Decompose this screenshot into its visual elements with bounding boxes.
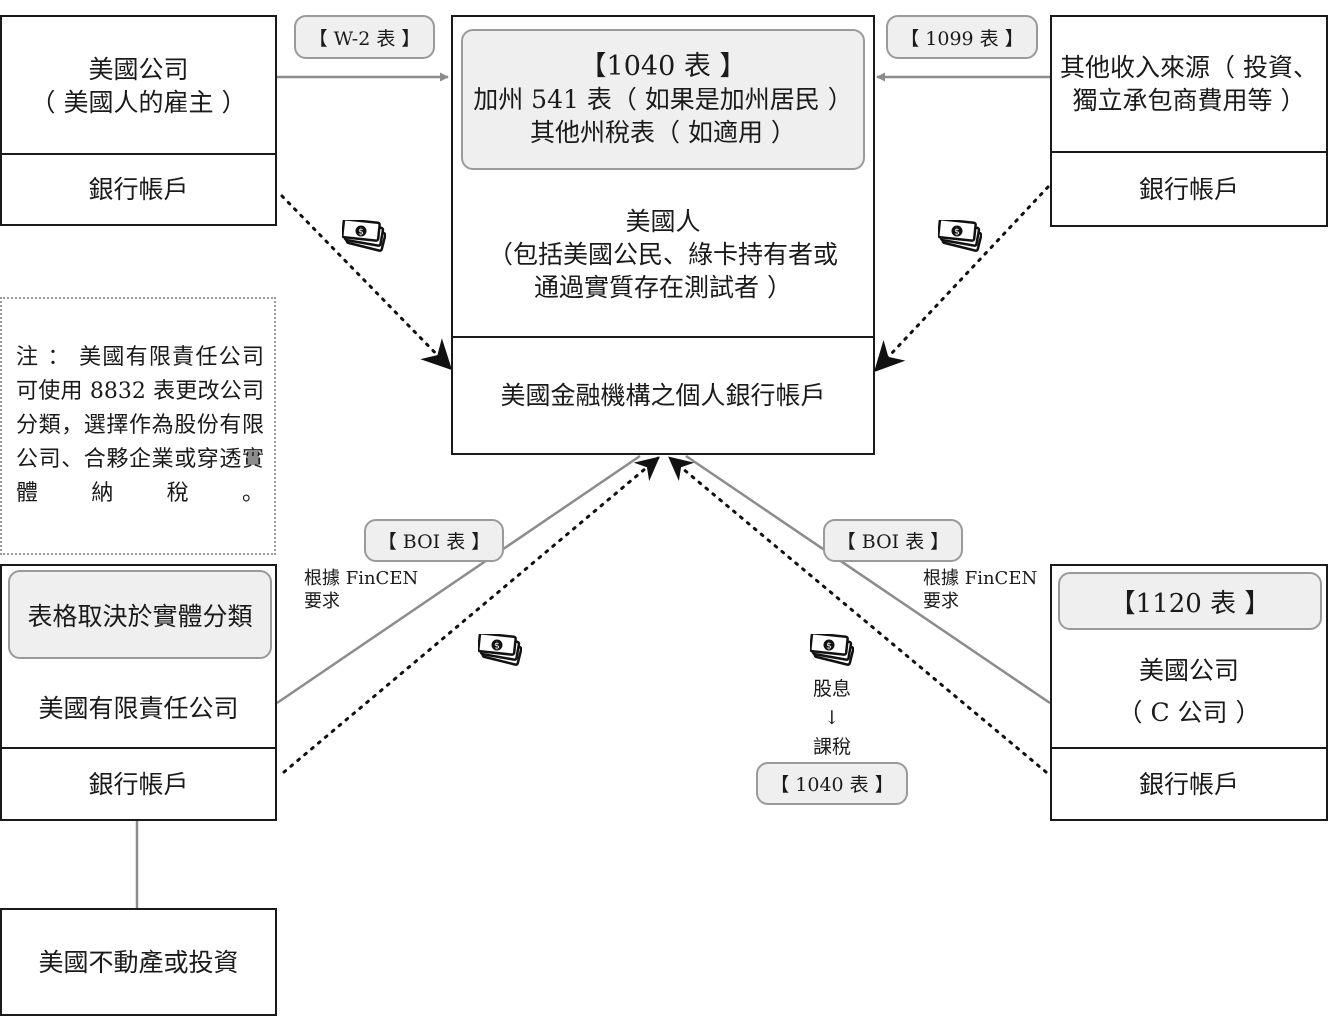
ccorp-boi-line [685, 454, 1051, 705]
employer-name: 美國公司 [88, 55, 189, 84]
llc-fincen-line2: 要求 [304, 591, 340, 612]
dividend-flow: 股息 ↓ 課稅 [800, 675, 864, 762]
money-icon: $ [478, 634, 522, 666]
employer-money-flow [280, 194, 453, 371]
us-person-box: 【1040 表 】 加州 541 表（ 如果是加州居民 ） 其他州稅表（ 如適用… [451, 15, 875, 455]
llc-classification-note: 注 ： 美國有限責任公司可使用 8832 表更改公司分類，選擇作為股份有限公司、… [0, 297, 276, 555]
other-income-line1: 其他收入來源（ 投資、 [1060, 53, 1318, 82]
person-forms-box: 【1040 表 】 加州 541 表（ 如果是加州居民 ） 其他州稅表（ 如適用… [461, 29, 865, 170]
taxed-label: 課稅 [812, 736, 851, 758]
svg-text:$: $ [494, 642, 500, 652]
form-1120-box: 【1120 表 】 [1058, 572, 1322, 630]
llc-money-flow [282, 456, 660, 774]
llc-forms-box: 表格取決於實體分類 [8, 570, 272, 659]
svg-text:$: $ [358, 228, 364, 238]
ccorp-money-flow [668, 456, 1048, 774]
ccorp-fincen-note: 根據 FinCEN 要求 [923, 567, 1037, 613]
ccorp-name: 美國公司 [1138, 656, 1239, 685]
ccorp-fincen-line1: 根據 FinCEN [923, 568, 1038, 589]
llc-bank: 銀行帳戶 [88, 769, 189, 799]
ccorp-box: 【1120 表 】 美國公司 （ C 公司 ） 銀行帳戶 [1050, 564, 1328, 821]
other-income-label: 其他收入來源（ 投資、 獨立承包商費用等 ） [1052, 17, 1326, 151]
form-541-line: 加州 541 表（ 如果是加州居民 ） [473, 85, 853, 114]
personal-bank-account: 美國金融機構之個人銀行帳戶 [500, 381, 826, 410]
ccorp-bank: 銀行帳戶 [1138, 769, 1239, 799]
llc-fincen-note: 根據 FinCEN 要求 [304, 567, 418, 613]
person-title: 美國人 [625, 206, 701, 236]
form-1040-title: 【1040 表 】 [579, 51, 747, 82]
other-income-line2: 獨立承包商費用等 ） [1072, 86, 1306, 115]
llc-fincen-line1: 根據 FinCEN [304, 568, 419, 589]
other-money-flow [873, 185, 1050, 373]
dividend-label: 股息 [812, 678, 851, 700]
w2-form-tag: 【 W-2 表 】 [294, 15, 435, 59]
other-income-box: 其他收入來源（ 投資、 獨立承包商費用等 ） 銀行帳戶 [1050, 15, 1328, 227]
real-estate-box: 美國不動產或投資 [0, 908, 277, 1016]
ccorp-fincen-line2: 要求 [923, 591, 959, 612]
real-estate-label: 美國不動產或投資 [38, 947, 239, 977]
money-icon: $ [938, 220, 982, 252]
ccorp-boi-tag: 【 BOI 表 】 [823, 519, 963, 562]
ccorp-label: 美國公司 （ C 公司 ） [1052, 642, 1326, 742]
employer-bank: 銀行帳戶 [88, 175, 189, 204]
1099-form-tag: 【 1099 表 】 [886, 15, 1038, 59]
llc-name: 美國有限責任公司 [38, 693, 239, 723]
llc-boi-tag: 【 BOI 表 】 [364, 519, 504, 562]
employer-subtitle: （ 美國人的雇主 ） [30, 88, 247, 117]
employer-box: 美國公司 （ 美國人的雇主 ） 銀行帳戶 [0, 15, 277, 226]
ccorp-type: （ C 公司 ） [1117, 698, 1261, 727]
dividend-1040-tag: 【 1040 表 】 [756, 762, 908, 805]
svg-text:$: $ [826, 642, 832, 652]
llc-boi-line [276, 454, 641, 705]
person-label: 美國人 （包括美國公民、綠卡持有者或 通過實質存在測試者 ） [453, 200, 873, 308]
employer-label: 美國公司 （ 美國人的雇主 ） [2, 17, 275, 155]
down-arrow-icon: ↓ [824, 707, 840, 729]
other-income-bank: 銀行帳戶 [1138, 174, 1239, 204]
person-desc-2: 通過實質存在測試者 ） [534, 272, 792, 302]
svg-text:$: $ [954, 228, 960, 238]
state-forms-line: 其他州稅表（ 如適用 ） [530, 118, 796, 147]
llc-box: 表格取決於實體分類 美國有限責任公司 銀行帳戶 [0, 564, 277, 821]
money-icon: $ [810, 634, 854, 666]
person-desc-1: （包括美國公民、綠卡持有者或 [487, 239, 838, 269]
money-icon: $ [342, 220, 386, 252]
